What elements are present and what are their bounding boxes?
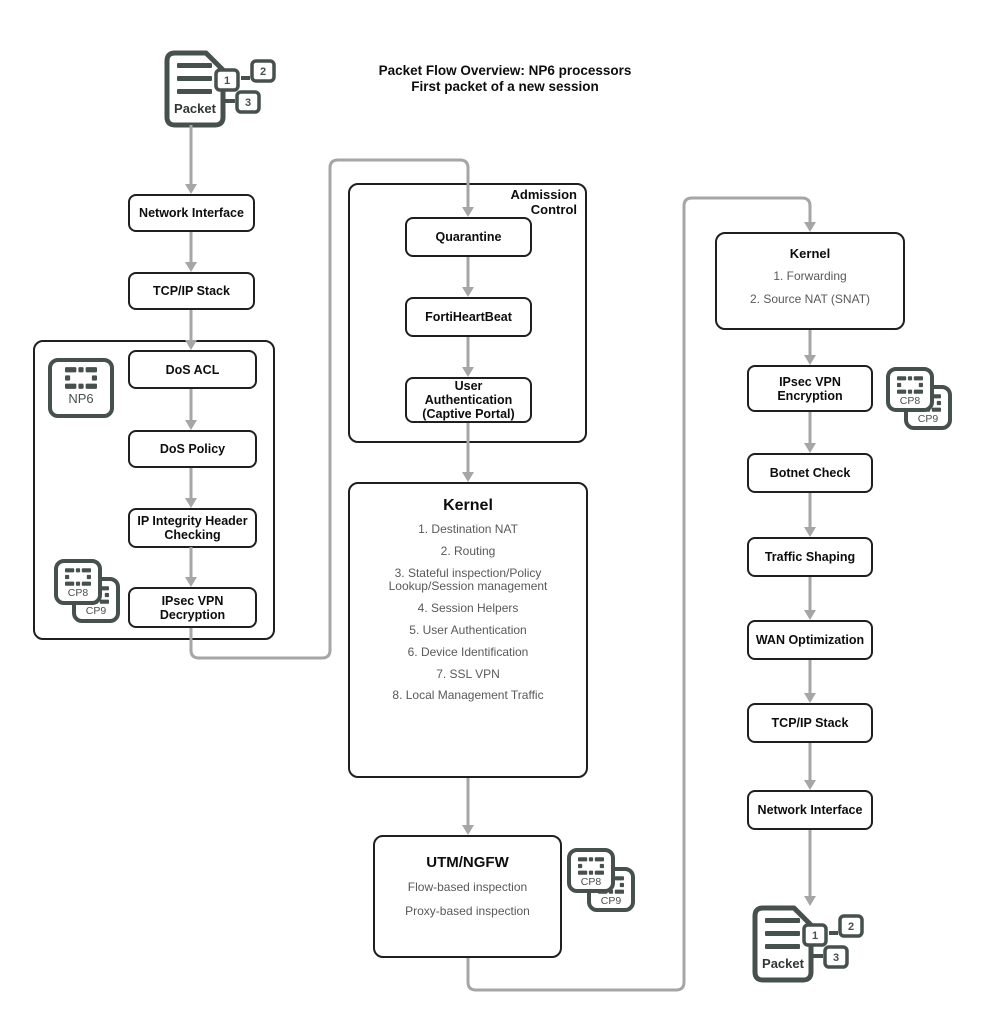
cp8-chip-icon-left: CP8	[54, 559, 102, 605]
cp8-chip-icon-right: CP8	[886, 367, 934, 412]
arrow-packet-to-network-interface	[185, 125, 197, 194]
processor-pattern-icon	[897, 376, 923, 394]
packet-dest-icon: Packet 1 2 3	[752, 905, 864, 983]
arrow-traffic-to-wan	[804, 577, 816, 620]
svg-text:1: 1	[812, 930, 818, 942]
node-tcpip-stack-out: TCP/IP Stack	[747, 703, 873, 743]
utm-ngfw-panel: UTM/NGFW Flow-based inspection Proxy-bas…	[373, 835, 562, 958]
kernel-item-3: 3. Stateful inspection/Policy Lookup/Ses…	[388, 565, 548, 594]
kernel-item-7: 7. SSL VPN	[436, 666, 500, 681]
packet-tag-2: 2	[838, 914, 864, 938]
node-quarantine: Quarantine	[405, 217, 532, 257]
utm-item-flow: Flow-based inspection	[407, 880, 528, 894]
diagram-title-line1: Packet Flow Overview: NP6 processors	[378, 63, 632, 78]
kernel-item-1: 1. Destination NAT	[418, 522, 518, 536]
kernel-item-5: 5. User Authentication	[409, 622, 527, 637]
node-traffic-shaping: Traffic Shaping	[747, 537, 873, 577]
diagram-title-line2: First packet of a new session	[411, 79, 599, 95]
kernel-right-title: Kernel	[789, 246, 831, 261]
np6-chip-label: NP6	[68, 391, 94, 406]
arrow-kernel-to-ipsec-encryption	[804, 330, 816, 365]
node-ipsec-encryption: IPsec VPN Encryption	[747, 365, 873, 412]
tag-connector-dash	[811, 954, 823, 958]
document-text-lines	[765, 918, 800, 949]
arrow-botnet-to-traffic-shaping	[804, 493, 816, 537]
packet-tag-3: 3	[823, 945, 849, 969]
kernel-right-item-1: 1. Forwarding	[773, 269, 847, 283]
node-fortiheartbeat: FortiHeartBeat	[405, 297, 532, 337]
node-network-interface-in: Network Interface	[128, 194, 255, 232]
processor-pattern-icon	[578, 857, 604, 875]
tag-connector-dash	[241, 76, 250, 80]
arrow-network-interface-to-packet	[804, 830, 816, 906]
svg-text:3: 3	[833, 952, 839, 964]
kernel-item-8: 8. Local Management Traffic	[392, 688, 544, 703]
node-ip-integrity: IP Integrity Header Checking	[128, 508, 257, 548]
node-wan-optimization: WAN Optimization	[747, 620, 873, 660]
np6-chip-icon: NP6	[48, 358, 114, 418]
node-botnet-check: Botnet Check	[747, 453, 873, 493]
kernel-item-4: 4. Session Helpers	[417, 601, 519, 616]
cp8-chip-icon-utm: CP8	[567, 848, 615, 893]
node-ipsec-decryption: IPsec VPN Decryption	[128, 587, 257, 628]
node-dos-acl: DoS ACL	[128, 350, 257, 389]
svg-text:3: 3	[245, 97, 251, 109]
arrow-kernel-to-utm	[462, 778, 474, 835]
cp8-chip-label: CP8	[67, 587, 89, 599]
cp9-chip-label: CP9	[85, 605, 107, 617]
packet-label: Packet	[174, 101, 217, 116]
packet-tag-3: 3	[235, 90, 261, 114]
diagram-title: Packet Flow Overview: NP6 processors Fir…	[330, 63, 680, 95]
node-dos-policy: DoS Policy	[128, 430, 257, 468]
node-tcpip-stack-in: TCP/IP Stack	[128, 272, 255, 310]
cp8-chip-label: CP8	[899, 395, 921, 407]
packet-tag-2: 2	[250, 59, 276, 83]
cp8-chip-label: CP8	[580, 876, 602, 888]
tag-connector-dash	[829, 931, 838, 935]
packet-source-icon: Packet 1 2 3	[164, 50, 276, 128]
processor-pattern-icon	[65, 367, 97, 389]
node-network-interface-out: Network Interface	[747, 790, 873, 830]
processor-pattern-icon	[65, 568, 91, 586]
kernel-panel-right: Kernel 1. Forwarding 2. Source NAT (SNAT…	[715, 232, 905, 330]
packet-label: Packet	[762, 956, 805, 971]
utm-title: UTM/NGFW	[426, 854, 509, 871]
svg-text:2: 2	[848, 921, 854, 933]
arrow-network-interface-to-tcpip	[185, 232, 197, 272]
arrow-tcpip-to-network-interface	[804, 743, 816, 790]
packet-tag-1: 1	[214, 68, 240, 92]
cp9-chip-label: CP9	[600, 895, 622, 907]
kernel-right-item-2: 2. Source NAT (SNAT)	[749, 291, 871, 306]
kernel-item-6: 6. Device Identification	[407, 644, 529, 659]
admission-control-label: Admission Control	[510, 187, 577, 217]
svg-text:1: 1	[224, 75, 230, 87]
arrow-wan-to-tcpip	[804, 660, 816, 703]
packet-tag-1: 1	[802, 923, 828, 947]
kernel-panel-middle: Kernel 1. Destination NAT 2. Routing 3. …	[348, 482, 588, 778]
node-user-authentication: User Authentication (Captive Portal)	[405, 377, 532, 423]
kernel-middle-title: Kernel	[443, 497, 493, 514]
kernel-item-2: 2. Routing	[440, 543, 496, 558]
tag-connector-dash	[223, 99, 235, 103]
cp9-chip-label: CP9	[917, 413, 939, 425]
document-text-lines	[177, 63, 212, 94]
svg-text:2: 2	[260, 66, 266, 78]
arrow-ipsec-to-botnet	[804, 412, 816, 453]
utm-item-proxy: Proxy-based inspection	[405, 903, 530, 918]
